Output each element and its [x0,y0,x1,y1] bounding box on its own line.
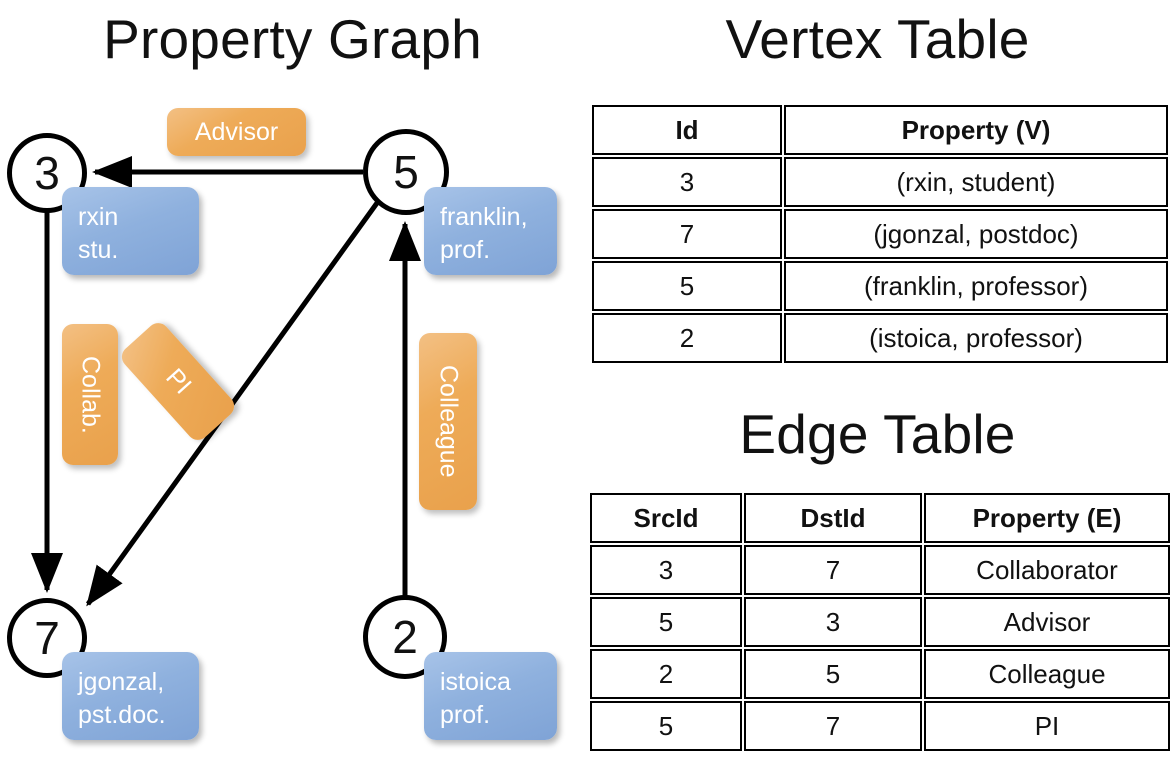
edge-property-cell: Colleague [924,649,1170,699]
vertex-property-box-3: rxin stu. [62,187,199,275]
vertex-table: Id Property (V) 3 (rxin, student) 7 (jgo… [590,103,1170,365]
vertex-table-col-id: Id [592,105,782,155]
vertex-property-cell: (franklin, professor) [784,261,1168,311]
vertex-property-line-2: stu. [78,236,119,264]
edge-table-header-row: SrcId DstId Property (E) [590,493,1170,543]
vertex-property-line-1: franklin, [440,203,528,231]
vertex-property-box-7: jgonzal, pst.doc. [62,652,199,740]
table-row[interactable]: 5 3 Advisor [590,597,1170,647]
vertex-id-cell: 3 [592,157,782,207]
table-row[interactable]: 5 (franklin, professor) [592,261,1168,311]
table-row[interactable]: 2 5 Colleague [590,649,1170,699]
table-row[interactable]: 3 (rxin, student) [592,157,1168,207]
vertex-property-cell: (jgonzal, postdoc) [784,209,1168,259]
vertex-node-5[interactable]: 5 [363,129,449,215]
edge-src-cell: 5 [590,701,742,751]
edge-label-collab: Collab. [62,324,118,465]
vertex-property-box-2: istoica prof. [424,652,557,740]
vertex-table-header-row: Id Property (V) [592,105,1168,155]
edge-property-cell: PI [924,701,1170,751]
property-graph-title: Property Graph [103,8,482,70]
edge-table: SrcId DstId Property (E) 3 7 Collaborato… [588,491,1170,753]
vertex-property-cell: (rxin, student) [784,157,1168,207]
edge-table-col-property: Property (E) [924,493,1170,543]
vertex-property-line-2: pst.doc. [78,701,166,729]
property-graph-canvas: 3 5 7 2 rxin stu. franklin, prof. jgonza… [7,108,557,740]
vertex-property-line-1: istoica [440,668,511,696]
table-row[interactable]: 2 (istoica, professor) [592,313,1168,363]
vertex-property-line-1: rxin [78,203,119,231]
edge-src-cell: 3 [590,545,742,595]
edge-table-col-srcid: SrcId [590,493,742,543]
vertex-property-line-1: jgonzal, [78,668,165,696]
vertex-table-col-property: Property (V) [784,105,1168,155]
edge-table-title: Edge Table [739,403,1016,465]
table-row[interactable]: 7 (jgonzal, postdoc) [592,209,1168,259]
vertex-id-cell: 7 [592,209,782,259]
edge-dst-cell: 7 [744,545,922,595]
edge-src-cell: 5 [590,597,742,647]
edge-property-cell: Collaborator [924,545,1170,595]
edge-src-cell: 2 [590,649,742,699]
vertex-id-cell: 5 [592,261,782,311]
vertex-property-line-2: prof. [440,701,491,729]
vertex-node-2[interactable]: 2 [363,595,447,679]
vertex-property-line-2: prof. [440,236,491,264]
vertex-property-box-5: franklin, prof. [424,187,557,275]
edge-dst-cell: 5 [744,649,922,699]
vertex-id-cell: 2 [592,313,782,363]
table-row[interactable]: 5 7 PI [590,701,1170,751]
vertex-property-cell: (istoica, professor) [784,313,1168,363]
edge-property-cell: Advisor [924,597,1170,647]
edge-dst-cell: 3 [744,597,922,647]
edge-dst-cell: 7 [744,701,922,751]
vertex-table-title: Vertex Table [725,8,1030,70]
table-row[interactable]: 3 7 Collaborator [590,545,1170,595]
edge-table-col-dstid: DstId [744,493,922,543]
edge-label-colleague: Colleague [419,333,477,510]
edge-label-advisor: Advisor [167,108,306,156]
